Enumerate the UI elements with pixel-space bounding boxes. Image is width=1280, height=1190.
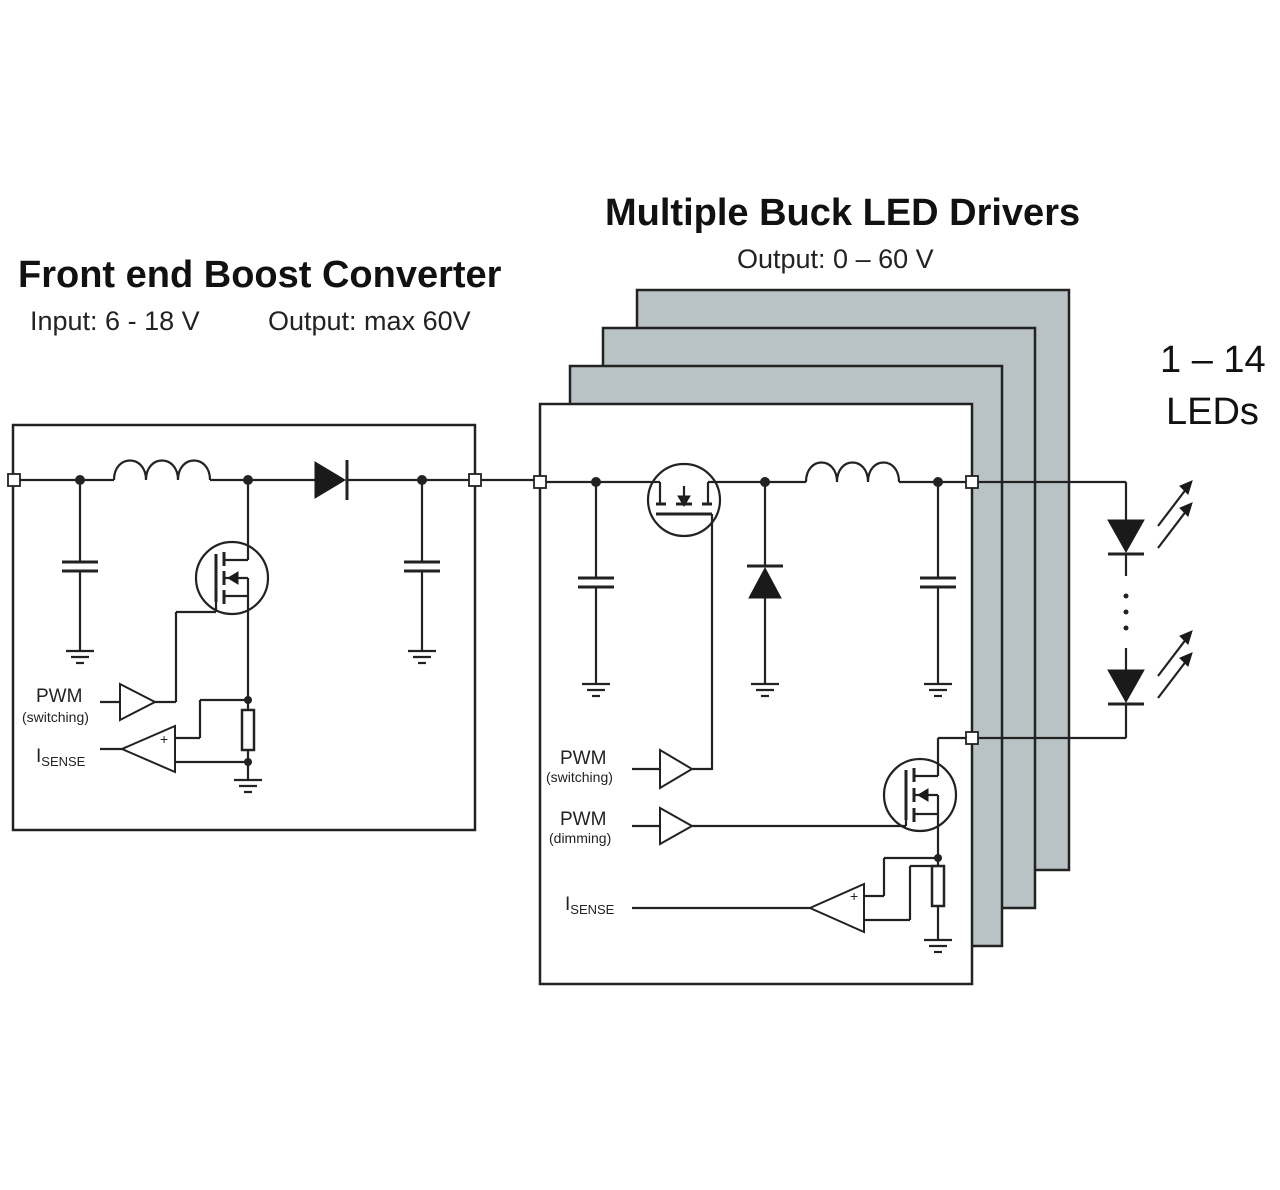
buck-inductor xyxy=(804,461,901,483)
buck-isense-label: ISENSE xyxy=(565,894,615,917)
buck-title: Multiple Buck LED Drivers xyxy=(605,192,1080,234)
ground-icon xyxy=(751,682,779,698)
buck-pwm-switching-sub: (switching) xyxy=(546,769,613,785)
boost-mosfet xyxy=(176,540,270,616)
buck-pwm-dimming-label: PWM xyxy=(560,809,606,830)
boost-pwm-sub: (switching) xyxy=(22,709,89,725)
ground-icon xyxy=(234,778,262,794)
buck-led-return-port xyxy=(965,731,979,745)
led-label: LEDs xyxy=(1166,391,1259,433)
buck-input-port xyxy=(533,475,547,489)
buck-pwm-dimming-sub: (dimming) xyxy=(549,830,611,846)
boost-sense-resistor xyxy=(240,708,256,752)
svg-text:+: + xyxy=(160,731,168,747)
boost-isense-label: ISENSE xyxy=(36,746,86,769)
buck-circuit: + xyxy=(533,461,1126,954)
dimming-mosfet xyxy=(882,738,958,833)
svg-text:+: + xyxy=(850,888,858,904)
boost-panel xyxy=(11,423,477,832)
buck-output-spec: Output: 0 – 60 V xyxy=(737,244,934,274)
ground-icon xyxy=(408,649,436,665)
boost-title: Front end Boost Converter xyxy=(18,254,502,296)
ground-icon xyxy=(66,649,94,665)
ground-icon xyxy=(924,682,952,698)
ground-icon xyxy=(924,938,952,954)
boost-inductor xyxy=(112,459,212,481)
buck-pwm-switching-label: PWM xyxy=(560,748,606,769)
led-icon xyxy=(1107,480,1193,556)
buck-panel-main xyxy=(538,402,974,986)
buck-output-port xyxy=(965,475,979,489)
led-string xyxy=(1107,480,1193,738)
boost-input-port xyxy=(7,473,21,487)
boost-isense-amp xyxy=(119,724,176,774)
buck-mosfet xyxy=(646,462,722,770)
buck-sense-resistor xyxy=(930,864,946,908)
led-icon xyxy=(1107,630,1193,706)
boost-output-spec: Output: max 60V xyxy=(268,306,471,336)
ground-icon xyxy=(582,682,610,698)
boost-diode xyxy=(314,461,346,499)
boost-input-spec: Input: 6 - 18 V xyxy=(30,306,200,336)
buck-isense-amp xyxy=(807,882,865,934)
buck-panel-stack xyxy=(538,288,1071,986)
boost-output-port xyxy=(468,473,482,487)
led-count: 1 – 14 xyxy=(1160,339,1266,381)
boost-pwm-label: PWM xyxy=(36,686,82,707)
boost-circuit: + xyxy=(7,459,540,794)
